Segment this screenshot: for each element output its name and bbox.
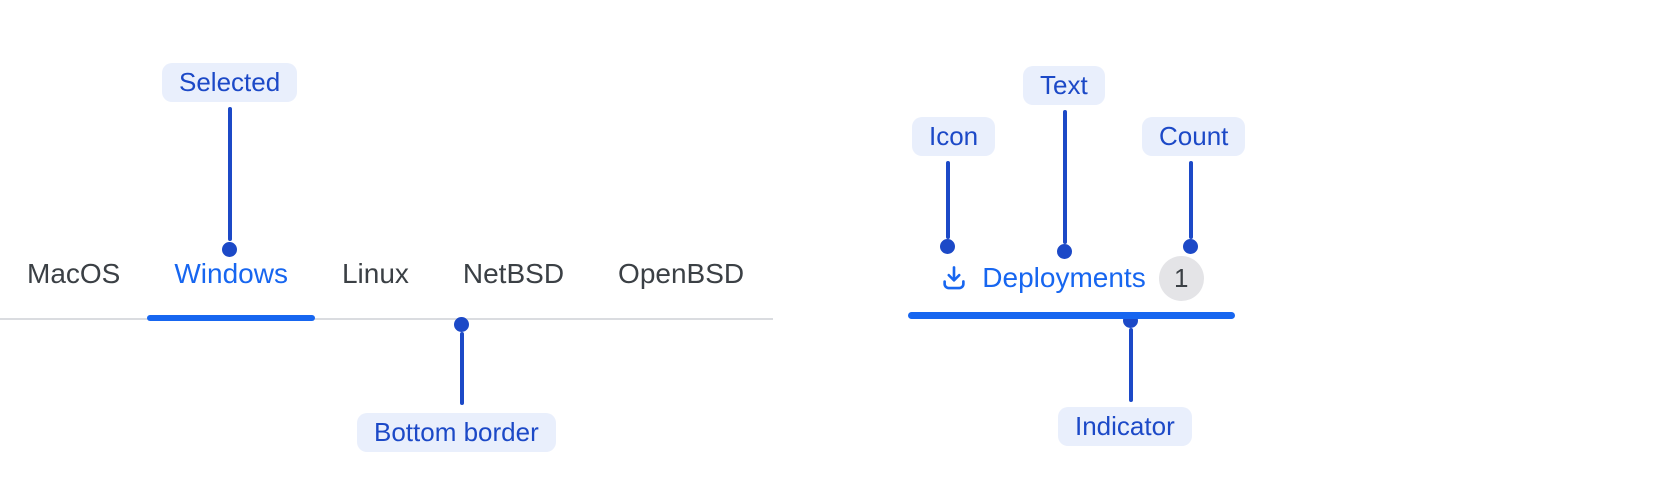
callout-bottom-border-label: Bottom border	[374, 417, 539, 447]
callout-count: Count	[1142, 117, 1246, 156]
selected-tab-underline	[147, 315, 315, 321]
download-icon	[943, 266, 965, 290]
tab-label: NetBSD	[462, 258, 565, 289]
tab-label: Linux	[341, 258, 409, 289]
callout-indicator-line	[1129, 328, 1133, 402]
callout-bottom-border-dot	[454, 317, 469, 332]
tab-netbsd[interactable]: NetBSD	[436, 252, 591, 321]
active-tab-indicator	[908, 312, 1235, 319]
callout-icon-line	[946, 161, 950, 239]
callout-indicator: Indicator	[1058, 407, 1192, 446]
callout-bottom-border-line	[460, 332, 464, 405]
callout-text-line	[1063, 110, 1067, 244]
callout-icon-label: Icon	[929, 121, 979, 151]
deployments-tab-label: Deployments	[982, 262, 1146, 293]
callout-selected: Selected	[162, 63, 298, 102]
callout-selected-label: Selected	[179, 67, 281, 97]
tab-label: Windows	[174, 258, 288, 289]
callout-count-line	[1189, 161, 1193, 239]
tab-bar: MacOS Windows Linux NetBSD OpenBSD	[0, 252, 771, 321]
tab-label: OpenBSD	[618, 258, 745, 289]
count-badge: 1	[1158, 255, 1204, 301]
callout-text: Text	[1023, 66, 1105, 105]
callout-bottom-border: Bottom border	[357, 413, 556, 452]
callout-count-label: Count	[1159, 121, 1229, 151]
callout-icon: Icon	[912, 117, 996, 156]
callout-text-label: Text	[1040, 70, 1088, 100]
callout-indicator-label: Indicator	[1075, 411, 1175, 441]
callout-selected-line	[228, 107, 232, 241]
deployments-tab[interactable]: Deployments 1	[908, 248, 1235, 308]
tab-openbsd[interactable]: OpenBSD	[591, 252, 771, 321]
callout-icon-dot	[940, 239, 955, 254]
callout-count-dot	[1183, 239, 1198, 254]
tab-macos[interactable]: MacOS	[0, 252, 147, 321]
tab-bar-bottom-border	[0, 318, 773, 320]
tab-label: MacOS	[27, 258, 121, 289]
callout-selected-dot	[222, 242, 237, 257]
tab-linux[interactable]: Linux	[315, 252, 436, 321]
callout-text-dot	[1057, 244, 1072, 259]
tab-windows[interactable]: Windows	[147, 252, 315, 321]
